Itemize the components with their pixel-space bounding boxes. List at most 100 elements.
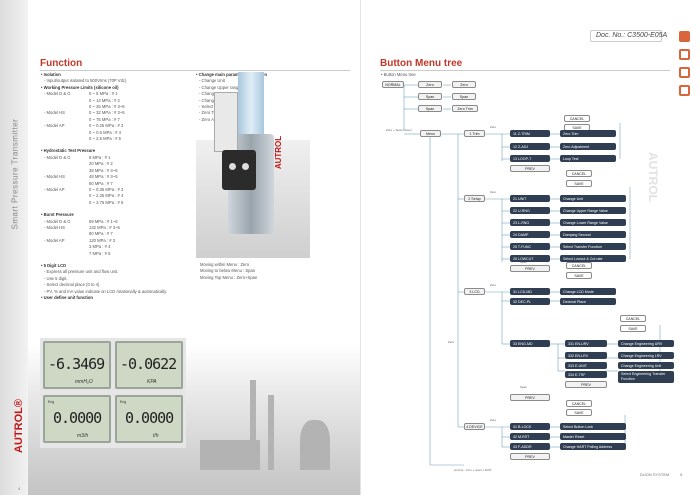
- prev-node[interactable]: PREV: [510, 265, 550, 272]
- spec-row: 60 MPa : # 7: [89, 180, 113, 186]
- lcd-line: - PV, % and mA value indicate on LCD rot…: [44, 288, 168, 294]
- chimney-graphic: [268, 395, 274, 470]
- prev-node[interactable]: PREV: [510, 394, 550, 401]
- zero-trim-node[interactable]: Zero Trim: [452, 105, 478, 112]
- e-trf-node[interactable]: 334 E-TRF: [565, 371, 607, 378]
- u-rng-node[interactable]: 22 U-RNG: [510, 207, 550, 214]
- change-unit-desc: Change Unit: [560, 195, 626, 202]
- b-lock-node[interactable]: 41 B-LOCK: [510, 423, 550, 430]
- unit-node[interactable]: 21 UNIT: [510, 195, 550, 202]
- lcd-menu-node[interactable]: 3 LCD: [464, 288, 485, 295]
- loop-test-desc: Loop Test: [560, 155, 616, 162]
- dec-pl-node[interactable]: 32 DEC-PL: [510, 298, 550, 305]
- l-rng-node[interactable]: 23 L-RNG: [510, 219, 550, 226]
- en-urv-node[interactable]: 331 EN-URV: [565, 340, 607, 347]
- f-addr-node[interactable]: 43 F-ADDR: [510, 443, 550, 450]
- setup-menu-node[interactable]: 2 Setup: [464, 195, 485, 202]
- lcd-display: Eng 0.0000 t/h: [115, 395, 183, 443]
- function-col-1: • Isolation - Input/output isolated to 5…: [41, 72, 167, 301]
- prev-node[interactable]: PREV: [565, 381, 607, 388]
- lcd-value: -6.3469: [48, 355, 105, 373]
- change-line: - Change Unit: [199, 78, 225, 84]
- doc-number-box: [590, 30, 662, 42]
- en-lrv-node[interactable]: 332 EN-LRV: [565, 352, 607, 359]
- zero-result-node[interactable]: Zero: [452, 81, 476, 88]
- zero-note: Zero: [448, 340, 455, 344]
- transfer-function-desc: Select Transfer Function: [560, 243, 626, 250]
- span-node[interactable]: Span: [418, 93, 442, 100]
- master-reset-desc: Master Reset: [560, 433, 626, 440]
- zero-node[interactable]: Zero: [418, 81, 442, 88]
- lcd-tag: Eng: [120, 400, 127, 404]
- menu-tree-title: Button Menu tree: [380, 58, 463, 69]
- span-note: Span: [520, 385, 528, 389]
- save-node[interactable]: SAVE: [566, 272, 592, 279]
- chimney-graphic: [250, 380, 256, 470]
- lcd-mode-desc: Change LCD Mode: [560, 288, 616, 295]
- lcd-unit: m3/h: [77, 433, 89, 439]
- moving-line: Moving within Menu : Zero: [200, 262, 250, 267]
- span-result-node[interactable]: Span: [452, 93, 476, 100]
- cancel-node[interactable]: CANCEL: [566, 170, 592, 177]
- trim-menu-node[interactable]: 1 Trim: [464, 130, 485, 137]
- loop-t-node[interactable]: 13 LOOP-T: [510, 155, 550, 162]
- lcd-unit: mmH₂O: [75, 379, 93, 385]
- lower-range-desc: Change Lower Range Value: [560, 219, 626, 226]
- page-number-left: 4: [18, 486, 21, 491]
- prev-node[interactable]: PREV: [510, 453, 550, 460]
- e-unit-node[interactable]: 333 E-UNIT: [565, 362, 607, 369]
- save-node[interactable]: SAVE: [566, 180, 592, 187]
- t-func-node[interactable]: 25 T-FUNC: [510, 243, 550, 250]
- page-number-right: 5: [680, 472, 683, 477]
- left-sidebar: [0, 0, 28, 495]
- cancel-node[interactable]: CANCEL: [620, 315, 646, 322]
- z-adj-node[interactable]: 12 Z-ADJ: [510, 143, 550, 150]
- title-rule: [40, 70, 350, 71]
- working-heading: • Working Pressure Limits (silicone oil): [41, 84, 119, 90]
- change-heading: • Change main parameter by Button: [196, 72, 268, 77]
- tree-connectors: [403, 84, 661, 466]
- spec-row: 38 MPa : # 3~6: [89, 167, 118, 173]
- zero-trim-desc: Zero Trim: [560, 130, 616, 137]
- cancel-node[interactable]: CANCEL: [566, 400, 592, 407]
- eng-transfer-desc: Select Engineering Transfer Function: [618, 371, 674, 383]
- device-menu-node[interactable]: 4 DEVICE: [464, 423, 485, 430]
- span-node[interactable]: Span: [418, 105, 442, 112]
- cancel-node[interactable]: CANCEL: [566, 262, 592, 269]
- lcd-display: -0.0622 KPA: [115, 341, 183, 389]
- lcd-line: - Use 5 digit.: [44, 275, 68, 281]
- prev-node[interactable]: PREV: [510, 165, 550, 172]
- lcd-display: -6.3469 mmH₂O: [43, 341, 111, 389]
- lcd-value: 0.0000: [53, 409, 102, 427]
- normal-node[interactable]: NORMAL: [382, 81, 404, 88]
- eng-md-node[interactable]: 33 ENG-MD: [510, 340, 550, 347]
- lcd-unit: t/h: [153, 433, 159, 439]
- lcd-unit: KPA: [147, 379, 157, 385]
- m-rst-node[interactable]: 42 M-RST: [510, 433, 550, 440]
- spec-row: 0 ~ 25 MPa : # 3~6: [89, 104, 125, 110]
- save-node[interactable]: SAVE: [566, 409, 592, 416]
- z-trim-node[interactable]: 11 Z-TRIM: [510, 130, 550, 137]
- eng-urv-desc: Change Engineering URV: [618, 340, 674, 347]
- eng-lrv-desc: Change Engineering LRV: [618, 352, 674, 359]
- section-marker-icon: [679, 67, 690, 78]
- spec-row: 7 MPa : # 5: [89, 250, 111, 256]
- save-node[interactable]: SAVE: [620, 325, 646, 332]
- menu-node[interactable]: Menu: [420, 130, 441, 137]
- plant-building-graphic: [200, 440, 260, 470]
- damp-node[interactable]: 24 DAMP: [510, 231, 550, 238]
- function-title: Function: [40, 58, 83, 69]
- cancel-node[interactable]: CANCEL: [564, 115, 590, 122]
- lowcut-node[interactable]: 26 LOWCUT: [510, 255, 550, 262]
- transmitter-cap: [238, 72, 264, 142]
- decimal-place-desc: Decimal Place: [560, 298, 616, 305]
- spec-row: 0 ~ 0.5 MPa : # 4: [89, 129, 122, 135]
- user-define-heading: • User define unit function: [41, 295, 93, 300]
- zero-note: Zero: [490, 283, 497, 287]
- spec-row: 20 MPa : # 2: [89, 161, 113, 167]
- zero-adjustment-desc: Zero Adjustment: [560, 143, 616, 150]
- lcd-md-node[interactable]: 31 LCD-MD: [510, 288, 550, 295]
